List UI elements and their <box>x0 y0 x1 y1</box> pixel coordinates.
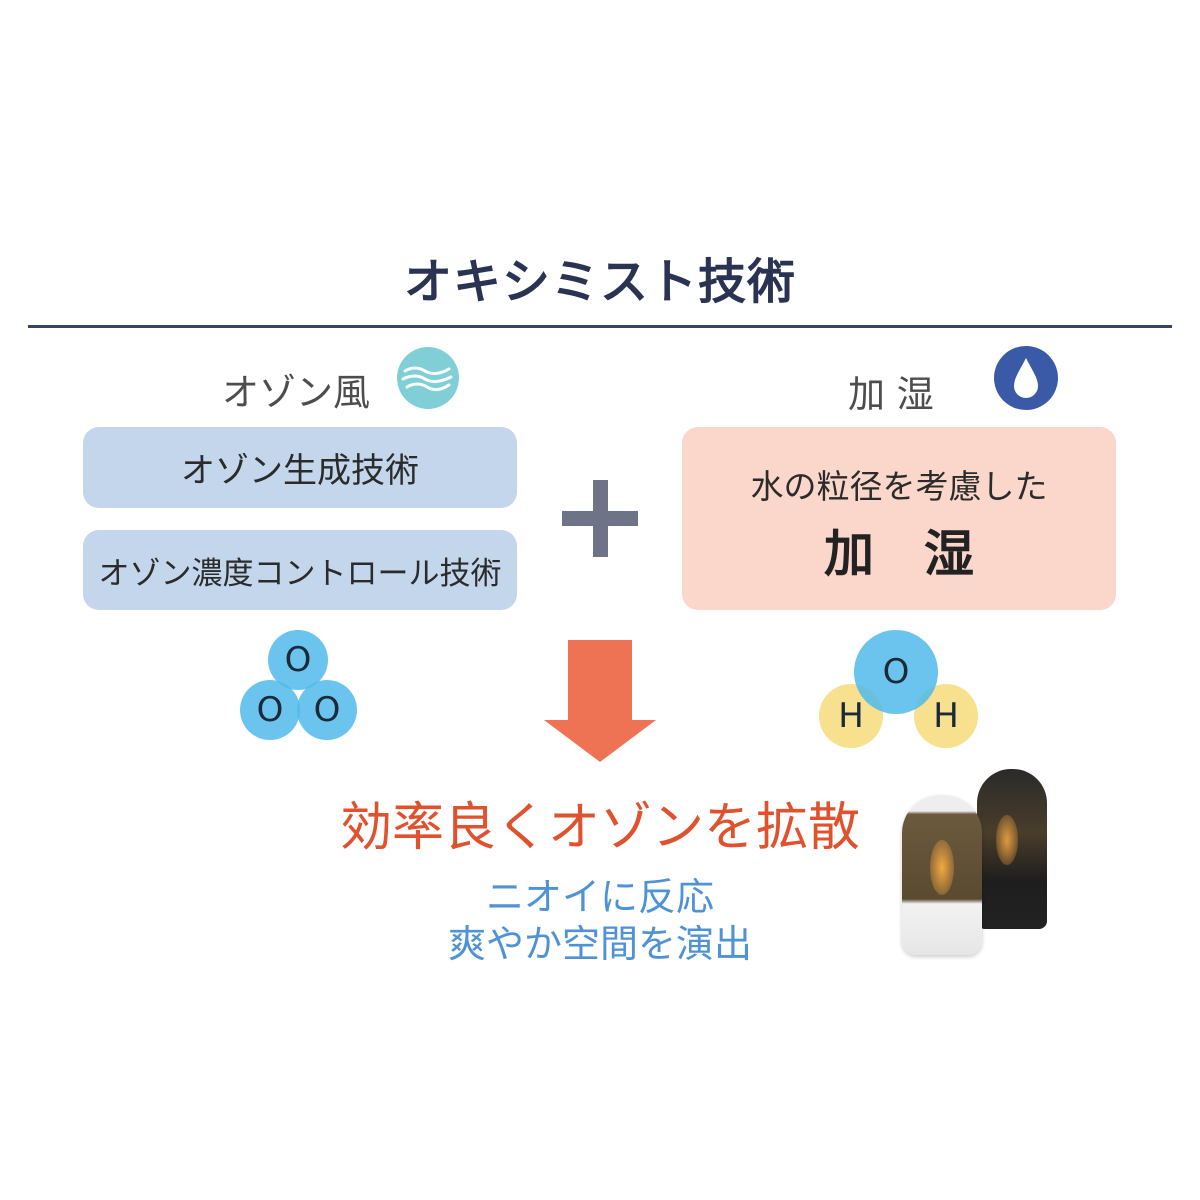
oxygen-atom: O <box>297 680 357 740</box>
down-arrow-icon <box>544 640 656 762</box>
hydrogen-atom: H <box>914 684 978 748</box>
water-drop-icon <box>994 346 1058 410</box>
humidify-label: 加 湿 <box>848 373 934 416</box>
oxygen-atom: O <box>268 630 328 690</box>
title-divider <box>28 325 1172 328</box>
result-headline: 効率良くオゾンを拡散 <box>339 798 860 858</box>
oxygen-atom: O <box>240 680 300 740</box>
ozone-generation-box: オゾン生成技術 <box>83 427 517 508</box>
ozone-concentration-box: オゾン濃度コントロール技術 <box>83 530 517 610</box>
result-sub1: ニオイに反応 <box>485 875 714 919</box>
plus-icon-vertical <box>593 480 608 557</box>
humidify-box: 水の粒径を考慮した 加 湿 <box>682 427 1116 610</box>
humidify-desc: 水の粒径を考慮した <box>750 466 1048 506</box>
result-sub2: 爽やか空間を演出 <box>447 922 752 966</box>
ozone-wind-label: オゾン風 <box>222 371 370 414</box>
product-image <box>900 765 1052 955</box>
wind-icon <box>397 347 459 409</box>
humidify-title: 加 湿 <box>824 524 974 583</box>
page-title: オキシミスト技術 <box>403 254 796 310</box>
oxygen-atom: O <box>854 630 938 714</box>
